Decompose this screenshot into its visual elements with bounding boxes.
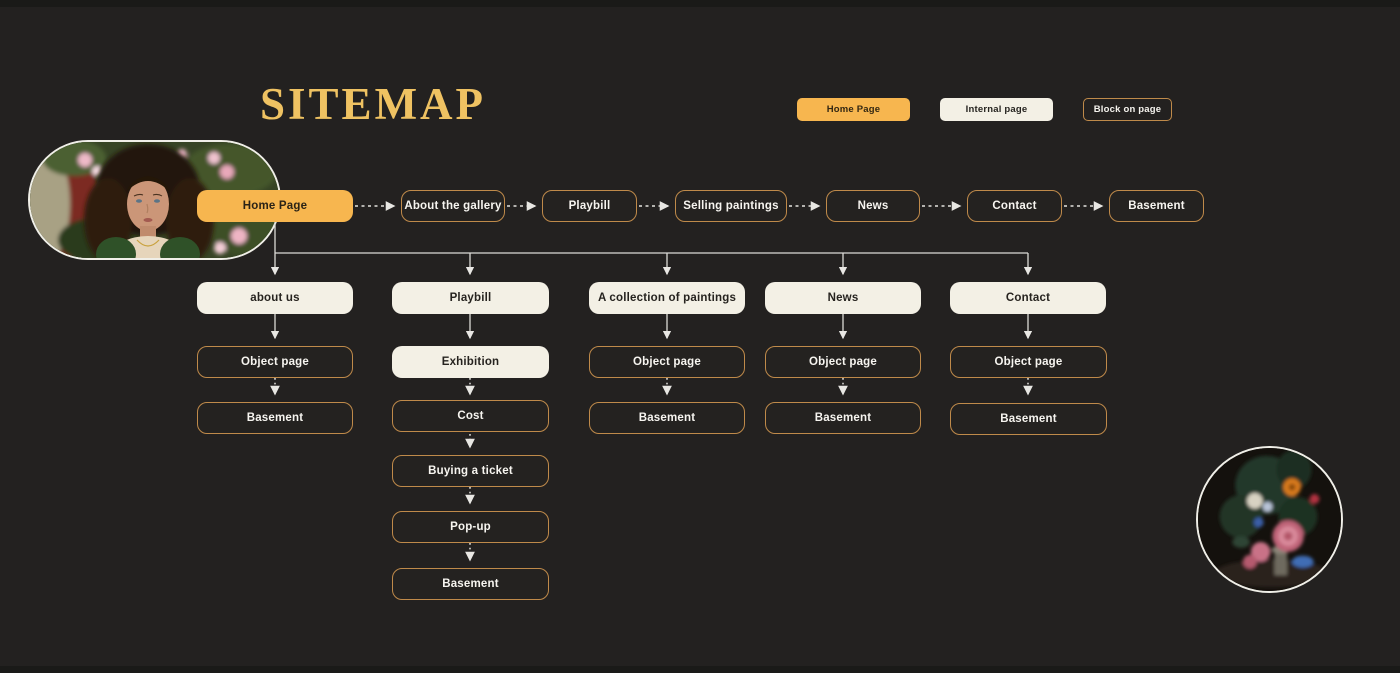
legend-home-page: Home Page bbox=[797, 98, 910, 121]
legend-internal-page: Internal page bbox=[940, 98, 1053, 121]
node-basement-2[interactable]: Basement bbox=[589, 402, 745, 434]
node-playbill-top[interactable]: Playbill bbox=[542, 190, 637, 222]
row2-to-row3-arrows bbox=[275, 314, 1028, 338]
bottom-edge-strip bbox=[0, 666, 1400, 673]
top-edge-strip bbox=[0, 0, 1400, 7]
node-basement-4[interactable]: Basement bbox=[950, 403, 1107, 435]
legend-block-on-page: Block on page bbox=[1083, 98, 1172, 121]
home-branch-tree bbox=[275, 222, 1028, 274]
node-pop-up[interactable]: Pop-up bbox=[392, 511, 549, 543]
node-object-page-3[interactable]: Object page bbox=[765, 346, 921, 378]
node-selling-paintings[interactable]: Selling paintings bbox=[675, 190, 787, 222]
node-about-the-gallery[interactable]: About the gallery bbox=[401, 190, 505, 222]
node-exhibition[interactable]: Exhibition bbox=[392, 346, 549, 378]
page-title: SITEMAP bbox=[260, 78, 486, 130]
node-buying-a-ticket[interactable]: Buying a ticket bbox=[392, 455, 549, 487]
node-news-top[interactable]: News bbox=[826, 190, 920, 222]
row3-to-row4-dotted-arrows bbox=[275, 378, 1028, 394]
legend: Home Page Internal page Block on page bbox=[797, 98, 1172, 121]
node-contact-internal[interactable]: Contact bbox=[950, 282, 1106, 314]
node-playbill-internal[interactable]: Playbill bbox=[392, 282, 549, 314]
node-home-page[interactable]: Home Page bbox=[197, 190, 353, 222]
node-object-page-4[interactable]: Object page bbox=[950, 346, 1107, 378]
node-contact-top[interactable]: Contact bbox=[967, 190, 1062, 222]
node-object-page-2[interactable]: Object page bbox=[589, 346, 745, 378]
flower-still-life-image bbox=[1196, 446, 1343, 593]
node-basement-3[interactable]: Basement bbox=[765, 402, 921, 434]
node-news-internal[interactable]: News bbox=[765, 282, 921, 314]
flower-still-life-art bbox=[1198, 448, 1341, 591]
node-basement-top[interactable]: Basement bbox=[1109, 190, 1204, 222]
node-collection-of-paintings[interactable]: A collection of paintings bbox=[589, 282, 745, 314]
node-cost[interactable]: Cost bbox=[392, 400, 549, 432]
node-about-us[interactable]: about us bbox=[197, 282, 353, 314]
node-basement-1[interactable]: Basement bbox=[197, 402, 353, 434]
node-basement-5[interactable]: Basement bbox=[392, 568, 549, 600]
node-object-page-1[interactable]: Object page bbox=[197, 346, 353, 378]
